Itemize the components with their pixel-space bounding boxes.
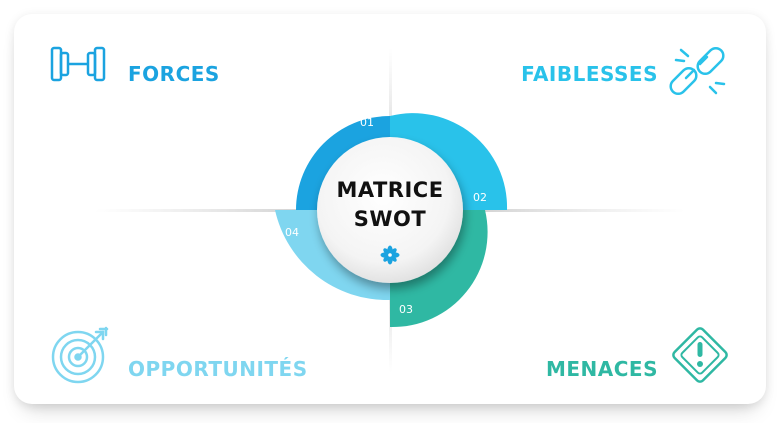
label-menaces: MENACES xyxy=(545,357,658,381)
arc-opportunites: 04 xyxy=(275,210,390,301)
label-opportunites: OPPORTUNITÉS xyxy=(128,357,308,381)
center-title: MATRICE SWOT xyxy=(317,176,463,234)
flower-logo-icon xyxy=(380,245,400,265)
arc-menaces-number: 03 xyxy=(399,303,413,316)
arc-forces-number: 01 xyxy=(360,116,374,129)
arc-forces: 01 xyxy=(296,116,390,210)
warning-sign-icon xyxy=(672,327,728,383)
arc-faiblesses: 02 xyxy=(390,113,508,210)
dumbbell-icon xyxy=(50,46,106,82)
center-disc xyxy=(317,137,463,283)
arc-opportunites-number: 04 xyxy=(285,226,299,239)
center-title-line2: SWOT xyxy=(353,207,427,231)
arc-faiblesses-number: 02 xyxy=(473,191,487,204)
center-title-line1: MATRICE xyxy=(336,178,444,202)
target-icon xyxy=(51,326,109,384)
broken-link-icon xyxy=(669,46,726,96)
label-forces: FORCES xyxy=(128,62,220,86)
label-faiblesses: FAIBLESSES xyxy=(521,62,658,86)
arc-menaces: 03 xyxy=(390,210,488,328)
